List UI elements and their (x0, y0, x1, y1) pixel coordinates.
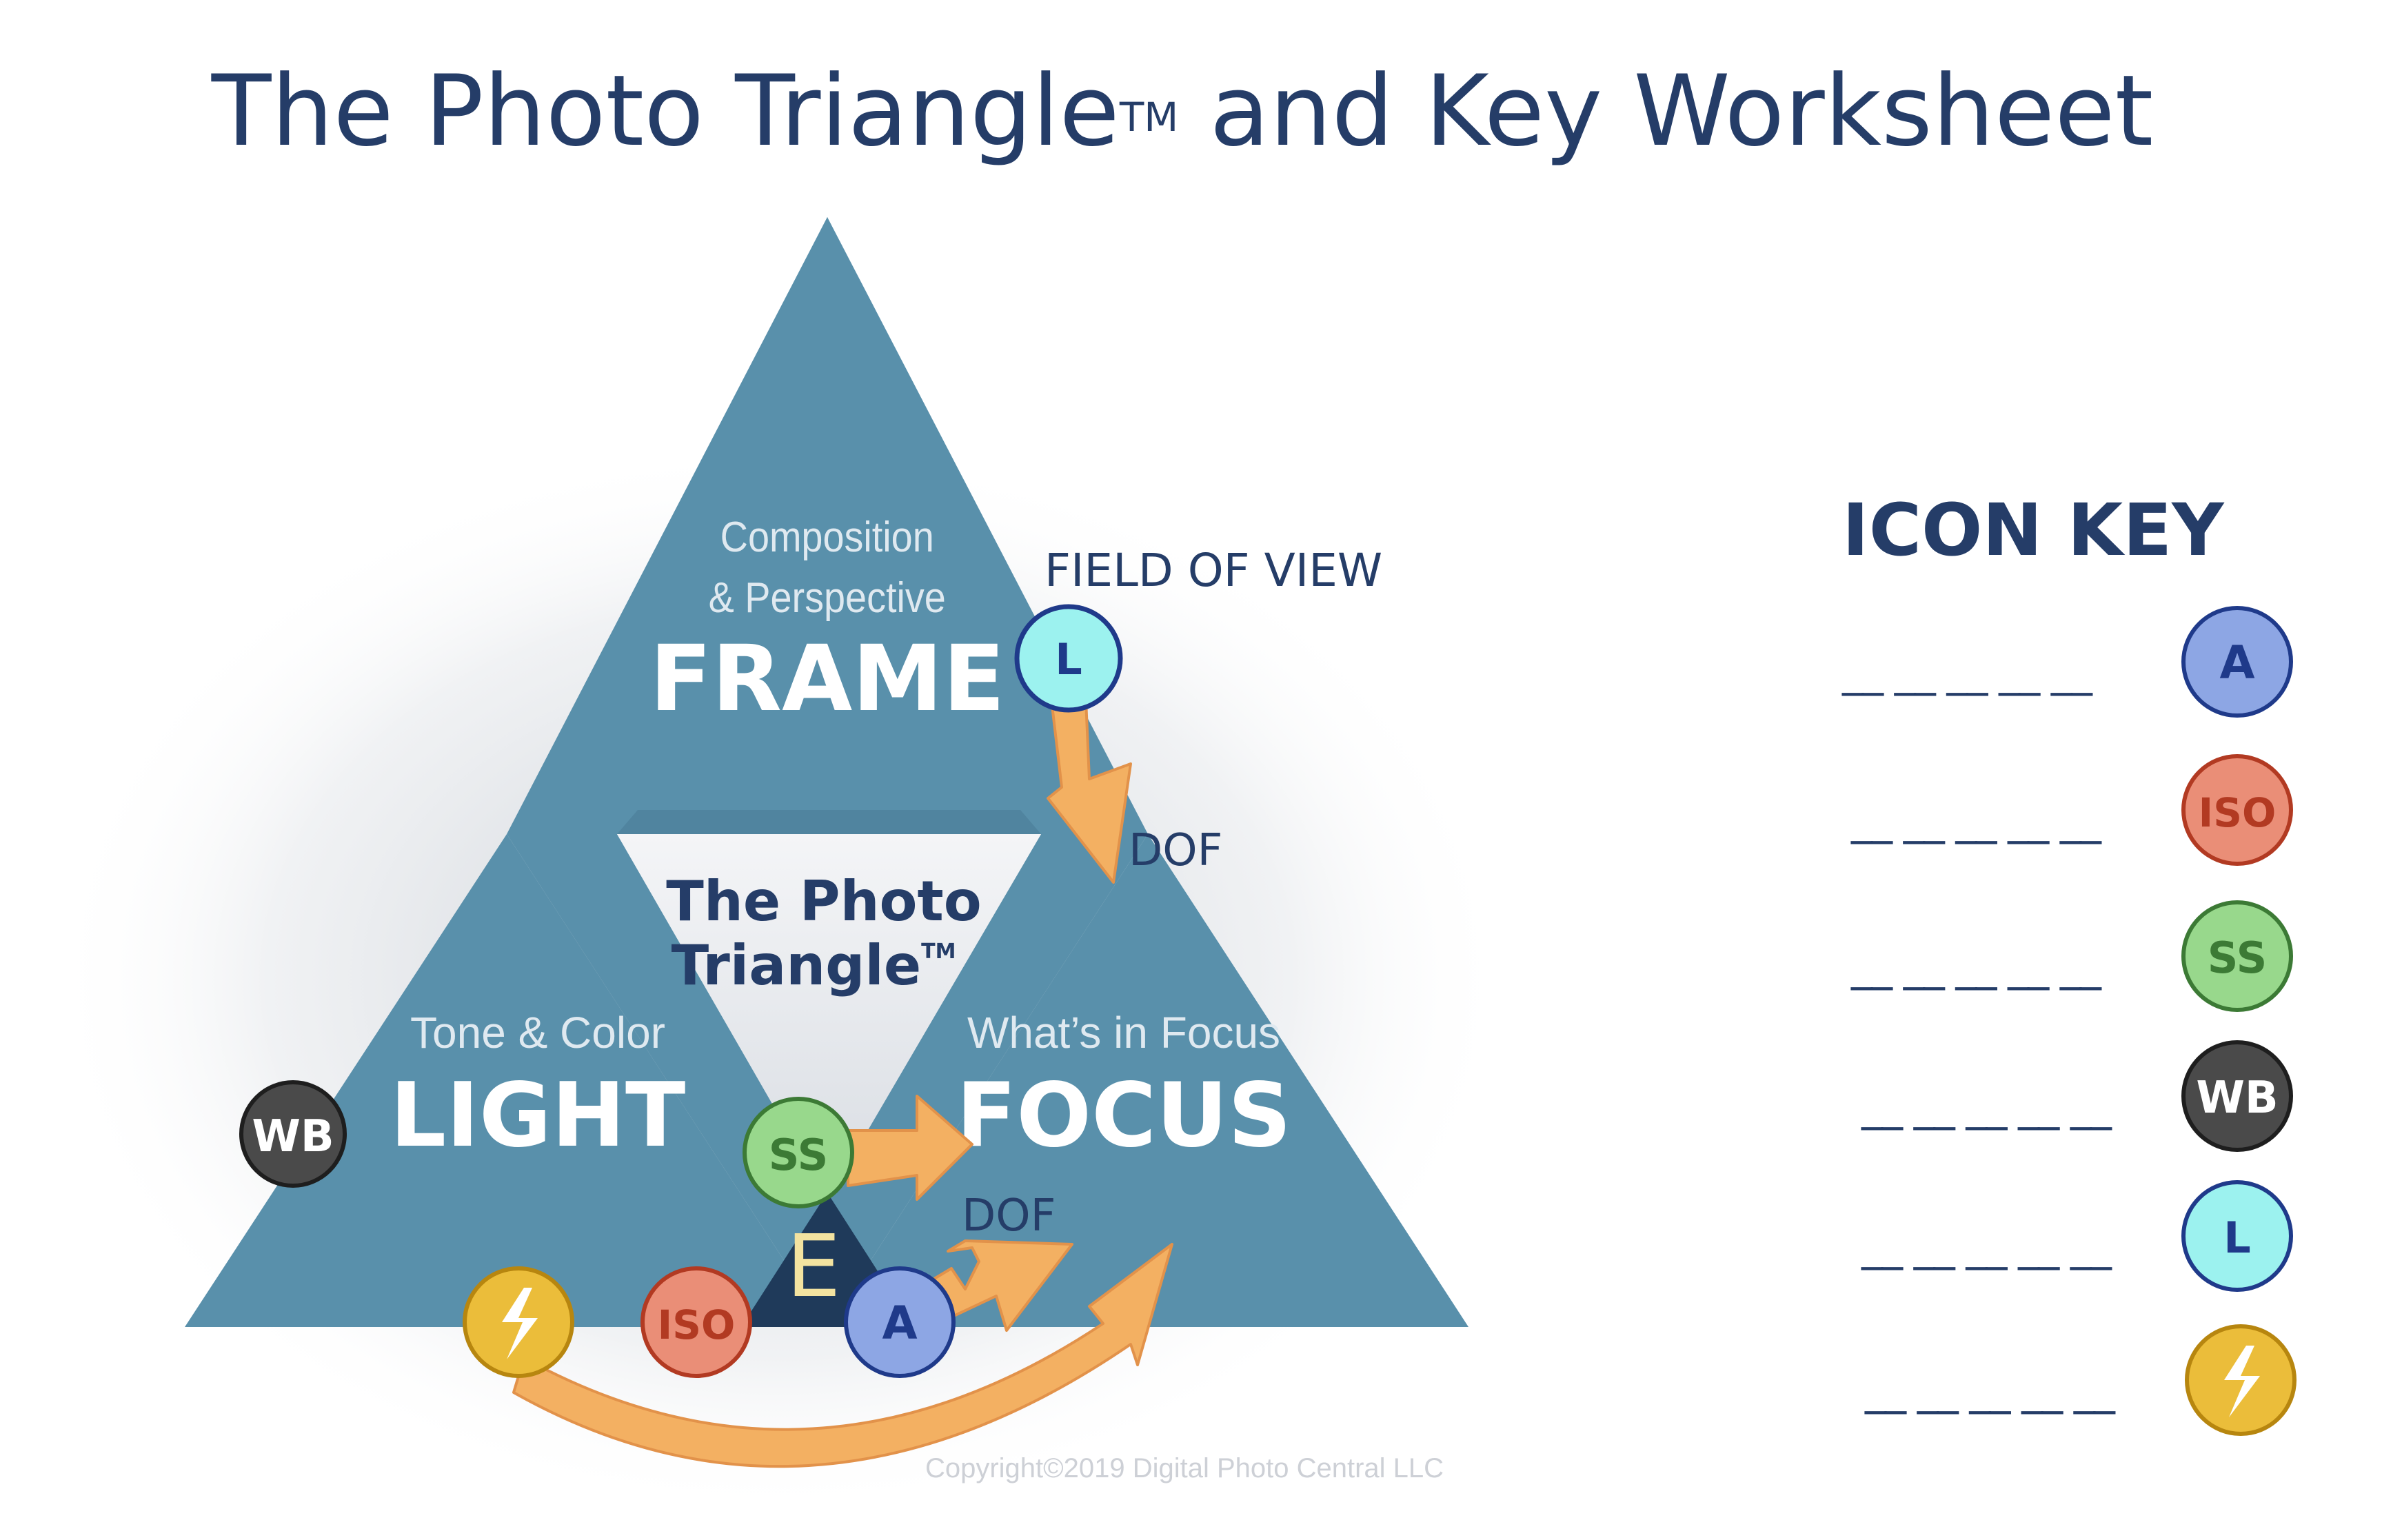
icon-key-row-aperture: __ __ __ __ __ A (1841, 606, 2293, 718)
frame-label: FRAME (649, 626, 1005, 732)
light-triangle (185, 834, 827, 1327)
iso-icon-label: ISO (658, 1301, 736, 1348)
icon-key-wb-circle (2181, 1040, 2293, 1152)
icon-key-iso-label: ISO (2199, 789, 2277, 836)
focus-triangle-extend (827, 834, 1148, 1327)
icon-key-ss-label: SS (2208, 933, 2268, 983)
arrow-lens-to-dof (1047, 698, 1132, 884)
page-title: The Photo TriangleTM and Key Worksheet (211, 54, 2154, 168)
arrow-flash-to-focus (512, 1243, 1173, 1468)
frame-triangle-main (507, 217, 1148, 834)
aperture-icon: A (844, 1266, 956, 1378)
lens-icon-label: L (1055, 634, 1082, 685)
icon-key-row-ss: __ __ __ __ __ SS (1850, 900, 2293, 1012)
field-of-view-label: FIELD OF VIEW (1044, 544, 1382, 597)
flash-icon (463, 1266, 574, 1378)
icon-key-title: ICON KEY (1842, 488, 2225, 572)
dof-lower-label: DOF (962, 1191, 1056, 1242)
wb-icon: WB (239, 1080, 347, 1188)
lens-icon: L (1014, 604, 1123, 713)
ss-icon-label: SS (769, 1130, 829, 1180)
icon-key-blank-line: __ __ __ __ __ (1841, 646, 2093, 696)
icon-key-lens-circle (2181, 1180, 2293, 1292)
light-triangle-extend (507, 834, 827, 1327)
iso-icon: ISO (640, 1266, 752, 1378)
exposure-label: E (787, 1217, 841, 1317)
title-rest: and Key Worksheet (1178, 54, 2153, 168)
center-title-line1: The Photo (666, 869, 981, 933)
icon-key-blank-line: __ __ __ __ __ (1864, 1364, 2116, 1415)
icon-key-lens-label: L (2223, 1213, 2251, 1263)
center-title-line2: TriangleTM (672, 933, 956, 997)
title-tm: TM (1119, 94, 1178, 141)
icon-key-blank-line: __ __ __ __ __ (1861, 1080, 2112, 1131)
center-title-line2-text: Triangle (672, 933, 922, 997)
icon-key-ss-circle (2181, 900, 2293, 1012)
icon-key-wb-label: WB (2196, 1073, 2278, 1124)
focus-label: FOCUS (956, 1064, 1291, 1167)
light-label: LIGHT (390, 1064, 686, 1167)
icon-key-blank-line: __ __ __ __ __ (1850, 940, 2102, 991)
title-main: The Photo Triangle (211, 54, 1120, 168)
icon-key-aperture-circle (2181, 606, 2293, 718)
focus-subtitle: What’s in Focus (967, 1008, 1280, 1057)
focus-triangle (827, 834, 1468, 1327)
icon-key-row-lens: __ __ __ __ __ L (1861, 1180, 2293, 1292)
frame-subtitle-line1: Composition (720, 514, 934, 560)
light-subtitle: Tone & Color (410, 1008, 665, 1057)
aperture-icon-label: A (882, 1297, 917, 1350)
flash-bolt-shape (502, 1288, 538, 1359)
flash-icon (2224, 1346, 2260, 1417)
arrow-aperture-to-dof (916, 1239, 1073, 1332)
icon-key-iso-circle (2181, 754, 2293, 866)
ss-icon: SS (743, 1097, 854, 1208)
icon-key-row-wb: __ __ __ __ __ WB (1861, 1040, 2293, 1152)
icon-key-aperture-label: A (2219, 636, 2254, 689)
icon-key-blank-line: __ __ __ __ __ (1861, 1220, 2112, 1270)
icon-key-blank-line: __ __ __ __ __ (1850, 794, 2102, 844)
center-title-tm: TM (921, 940, 956, 964)
arrow-ss-to-focus (847, 1095, 973, 1201)
icon-key-row-iso: __ __ __ __ __ ISO (1850, 754, 2293, 866)
copyright-text: Copyright©2019 Digital Photo Central LLC (925, 1453, 1444, 1483)
icon-key-list: __ __ __ __ __A__ __ __ __ __ISO__ __ __… (1841, 606, 2297, 1436)
center-triangle-top (617, 834, 1041, 1199)
frame-bottom-shadow (617, 810, 1041, 834)
frame-subtitle-line2: & Perspective (709, 574, 946, 621)
wb-icon-label: WB (252, 1111, 334, 1162)
icon-key-row-flash: __ __ __ __ __ (1864, 1324, 2297, 1436)
dof-upper-label: DOF (1129, 825, 1222, 876)
